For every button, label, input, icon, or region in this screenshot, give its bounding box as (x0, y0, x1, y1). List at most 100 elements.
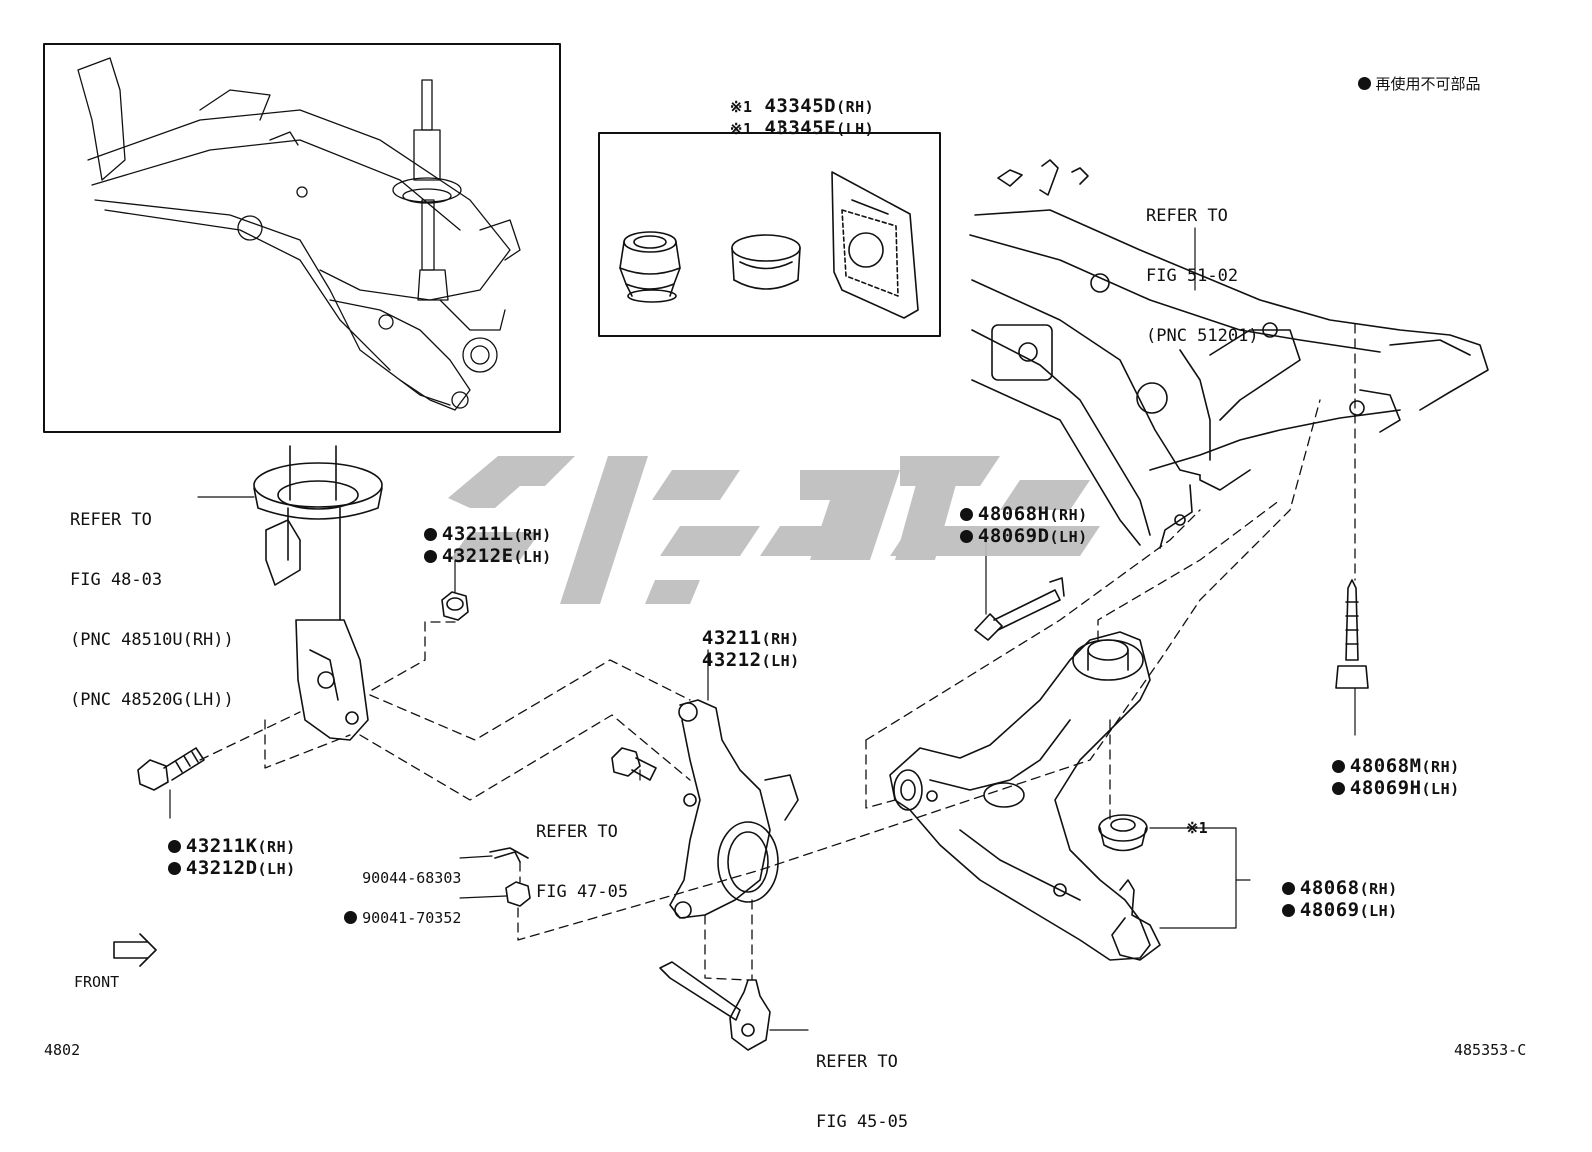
part-43211K: 43211K (185, 835, 258, 857)
dashed-assembly-lines (199, 323, 1356, 981)
cotter-pin-drawing (489, 847, 529, 863)
overview-inset-frame (43, 43, 561, 433)
bolt-43211K-drawing (137, 747, 205, 791)
part-90041: 90041-70352 (362, 909, 462, 927)
label-43211: 43211(RH) (678, 608, 800, 649)
kit-side-rh: (RH) (836, 98, 875, 116)
ref-axle-line1: REFER TO (536, 822, 618, 842)
drawing-id: 485353-C (1454, 1041, 1527, 1059)
front-label: FRONT (74, 973, 120, 991)
part-48068H: 48068H (977, 503, 1050, 525)
nonreusable-dot-icon (959, 530, 973, 543)
ref-tierod-line1: REFER TO (816, 1052, 898, 1072)
part-90044: 90044-68303 (362, 869, 462, 887)
nonreusable-dot-icon (1281, 882, 1295, 895)
label-90041: 90041-70352 (326, 888, 461, 928)
kit-label-lh: ※1 43345E(LH) (706, 98, 874, 139)
label-48068: 48068(RH) (1258, 858, 1398, 899)
part-43211: 43211 (701, 627, 762, 649)
part-43212E: 43212E (441, 545, 514, 567)
diagonal-bolt-drawing (974, 577, 1065, 641)
parts-diagram: 再使用不可部品 ※1 43345D(RH) ※1 43345E(LH) REFE… (43, 43, 1527, 1132)
label-43211K: 43211K(RH) (144, 816, 296, 857)
label-43211L: 43211L(RH) (400, 504, 552, 545)
part-48069: 48069 (1299, 899, 1360, 921)
nonreusable-dot-icon (423, 528, 437, 541)
side-48068H: (RH) (1049, 506, 1088, 524)
front-arrow-icon (113, 933, 157, 967)
ref-strut-line1: REFER TO (70, 510, 152, 530)
grease-packet-drawing (831, 171, 919, 319)
castle-nut-drawing (505, 881, 531, 907)
ref-strut-line2: FIG 48-03 (70, 570, 163, 590)
ref-axle-line2: FIG 47-05 (536, 882, 629, 902)
part-43212: 43212 (701, 649, 762, 671)
side-43211K: (RH) (257, 838, 296, 856)
side-43211L: (RH) (513, 526, 552, 544)
label-43212: 43212(LH) (678, 630, 800, 671)
kit-part-rh: 43345D (764, 95, 837, 117)
ref-frame: REFER TO FIG 51-02 (PNC 51201) (1146, 166, 1259, 366)
part-43211L: 43211L (441, 523, 514, 545)
part-48069D: 48069D (977, 525, 1050, 547)
ref-strut: REFER TO FIG 48-03 (PNC 48510U(RH)) (PNC… (70, 470, 234, 730)
side-48069D: (LH) (1049, 528, 1088, 546)
knuckle-drawing (669, 699, 799, 919)
label-48069: 48069(LH) (1258, 880, 1398, 921)
kit-part-lh: 43345E (764, 117, 837, 139)
label-48069H: 48069H(LH) (1308, 758, 1460, 799)
kit-marker: ※1 (1186, 819, 1208, 837)
ref-tierod-line2: FIG 45-05 (816, 1112, 909, 1132)
side-48068M: (RH) (1421, 758, 1460, 776)
nonreusable-dot-icon (1331, 760, 1345, 773)
ref-axle: REFER TO FIG 47-05 (536, 782, 628, 922)
ref-strut-line3: (PNC 48510U(RH)) (70, 630, 234, 650)
part-43212D: 43212D (185, 857, 258, 879)
overview-subframe (77, 57, 521, 411)
legend-dot-icon (1357, 77, 1371, 90)
nut-43211L-drawing (441, 591, 469, 621)
axle-bolt-drawing (611, 747, 657, 781)
part-48069H: 48069H (1349, 777, 1422, 799)
nonreusable-dot-icon (167, 862, 181, 875)
label-43212D: 43212D(LH) (144, 838, 296, 879)
fig-number: 4802 (44, 1041, 81, 1059)
nonreusable-dot-icon (423, 550, 437, 563)
lower-arm-drawing (889, 631, 1161, 961)
kit-mark-lh: ※1 (729, 120, 753, 138)
side-48069: (LH) (1359, 902, 1398, 920)
ref-tierod: REFER TO FIG 45-05 (816, 1012, 908, 1152)
side-43212: (LH) (761, 652, 800, 670)
ref-frame-line2: FIG 51-02 (1146, 266, 1239, 286)
diagram-drawing (43, 43, 1489, 1051)
kit-mark-rh: ※1 (729, 98, 753, 116)
long-bolt-drawing (1335, 579, 1369, 689)
nonreusable-dot-icon (344, 911, 358, 924)
side-43212D: (LH) (257, 860, 296, 878)
label-48069D: 48069D(LH) (936, 506, 1088, 547)
side-48068: (RH) (1359, 880, 1398, 898)
dust-boot-drawing (619, 231, 681, 303)
ref-strut-line4: (PNC 48520G(LH)) (70, 690, 234, 710)
kit-side-lh: (LH) (836, 120, 875, 138)
kit-box-frame (598, 132, 941, 337)
label-43212E: 43212E(LH) (400, 526, 552, 567)
legend: 再使用不可部品 (1348, 54, 1481, 94)
nonreusable-dot-icon (1331, 782, 1345, 795)
nonreusable-dot-icon (1281, 904, 1295, 917)
side-43212E: (LH) (513, 548, 552, 566)
label-48068M: 48068M(RH) (1308, 736, 1460, 777)
nonreusable-dot-icon (959, 508, 973, 521)
kit-label-rh: ※1 43345D(RH) (706, 76, 874, 117)
label-48068H: 48068H(RH) (936, 484, 1088, 525)
side-43211: (RH) (761, 630, 800, 648)
part-48068: 48068 (1299, 877, 1360, 899)
ring-drawing (731, 234, 801, 290)
nonreusable-dot-icon (167, 840, 181, 853)
ref-frame-line1: REFER TO (1146, 206, 1228, 226)
part-48068M: 48068M (1349, 755, 1422, 777)
strut-drawing (253, 445, 383, 741)
side-48069H: (LH) (1421, 780, 1460, 798)
ref-frame-line3: (PNC 51201) (1146, 326, 1259, 346)
watermark (448, 456, 1100, 604)
